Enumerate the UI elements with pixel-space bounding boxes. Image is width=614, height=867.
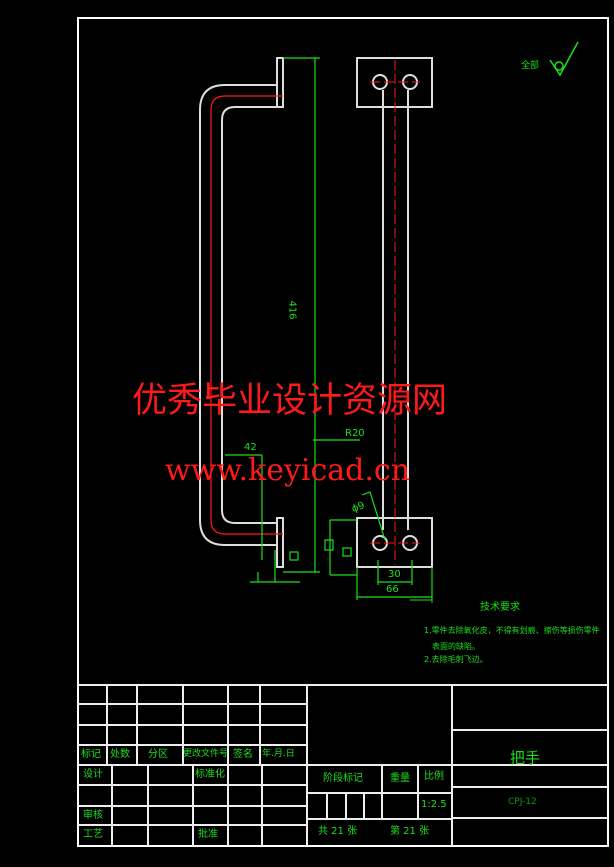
- label-approve: 批准: [198, 829, 218, 840]
- roughness-note: 全部: [521, 61, 540, 71]
- hdr-change-doc: 更改文件号: [183, 749, 229, 759]
- label-stage-mark: 阶段标记: [323, 773, 363, 784]
- scale-value: 1:2.5: [421, 799, 447, 810]
- tech-req-title: 技术要求: [480, 602, 520, 613]
- roughness-symbol: [549, 41, 579, 77]
- hdr-signature: 签名: [233, 749, 253, 760]
- hdr-count: 处数: [110, 749, 130, 760]
- hdr-mark: 标记: [81, 749, 101, 760]
- dimension-lines: [225, 57, 433, 600]
- label-process: 工艺: [83, 829, 103, 840]
- dim-radius: R20: [345, 428, 365, 439]
- watermark-url: www.keyicad.cn: [165, 453, 411, 488]
- tech-req-item: 表面的缺陷。: [432, 642, 480, 651]
- drawing-number: CPJ-12: [508, 797, 537, 807]
- label-review: 审核: [83, 810, 103, 821]
- label-scale: 比例: [424, 771, 444, 782]
- tech-req-item: 2.去除毛刺飞边。: [424, 655, 488, 664]
- side-centerlines: [370, 60, 420, 565]
- dim-plate-width: 66: [386, 584, 399, 595]
- dim-length: 416: [286, 300, 298, 320]
- title-block-lines: [78, 684, 608, 846]
- sheet-total: 共 21 张: [318, 826, 358, 837]
- label-standardization: 标准化: [195, 769, 225, 780]
- hdr-zone: 分区: [148, 749, 168, 760]
- handle-front-centerline: [210, 95, 283, 535]
- label-weight: 重量: [390, 773, 410, 784]
- label-design: 设计: [83, 769, 103, 780]
- sheet-current: 第 21 张: [390, 826, 430, 837]
- watermark-title: 优秀毕业设计资源网: [132, 381, 448, 421]
- frame: [77, 17, 609, 847]
- dim-offset: 42: [244, 442, 257, 453]
- hdr-date: 年.月.日: [262, 749, 295, 759]
- tech-req-item: 1.零件去除氧化皮，不得有划痕、擦伤等损伤零件: [424, 626, 600, 635]
- handle-front-view: [199, 57, 284, 568]
- part-name: 把手: [510, 749, 541, 767]
- dim-hole-spacing: 30: [388, 569, 401, 580]
